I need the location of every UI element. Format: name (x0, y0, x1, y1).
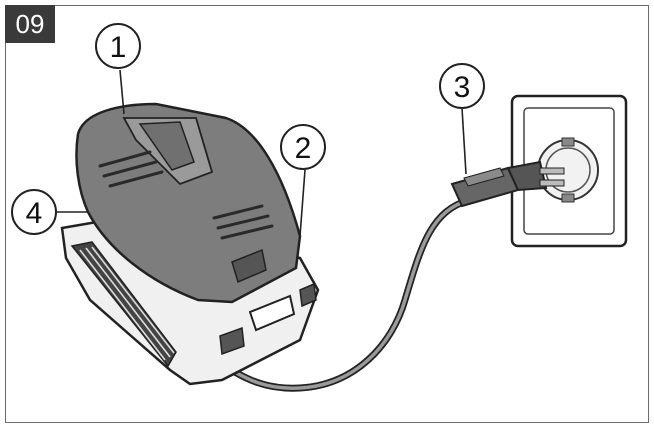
callout-3-label: 3 (454, 71, 471, 104)
battery-pack (75, 102, 302, 304)
callout-3: 3 (439, 63, 485, 109)
figure-number-badge: 09 (5, 5, 55, 43)
leader-lines (56, 69, 467, 237)
callout-2-label: 2 (295, 132, 312, 165)
wall-socket (510, 94, 628, 248)
callout-4: 4 (11, 189, 57, 235)
callout-1: 1 (95, 23, 141, 69)
callout-4-label: 4 (26, 197, 43, 230)
mains-plug (450, 160, 565, 208)
callout-1-label: 1 (110, 31, 127, 64)
callout-2: 2 (280, 124, 326, 170)
figure-frame (5, 5, 649, 423)
